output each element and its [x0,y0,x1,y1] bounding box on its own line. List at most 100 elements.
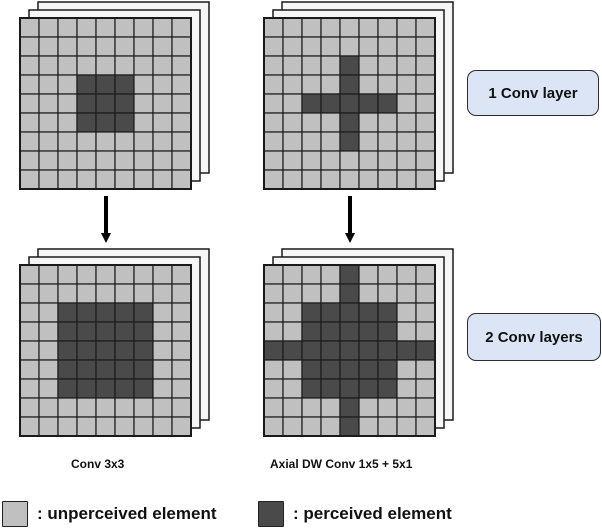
unperceived-cell [114,150,135,171]
unperceived-cell [133,150,154,171]
unperceived-cell [114,55,135,76]
unperceived-cell [263,36,284,57]
unperceived-cell [114,397,135,418]
unperceived-cell [19,74,40,95]
unperceived-cell [358,131,379,152]
perceived-cell [76,378,97,399]
perceived-cell [358,378,379,399]
unperceived-cell [415,55,436,76]
legend-unperceived: : unperceived element [2,499,217,529]
unperceived-cell [38,112,59,133]
unperceived-cell [57,93,78,114]
perceived-cell [377,93,398,114]
unperceived-cell [38,321,59,342]
unperceived-cell [263,302,284,323]
unperceived-cell [133,36,154,57]
perceived-cell [95,321,116,342]
unperceived-cell [263,359,284,380]
unperceived-cell [263,55,284,76]
unperceived-cell [76,150,97,171]
unperceived-cell [133,169,154,190]
perceived-cell [76,302,97,323]
perceived-cell [301,340,322,361]
unperceived-cell [133,264,154,285]
unperceived-cell [263,169,284,190]
perceived-cell [339,378,360,399]
unperceived-cell [301,112,322,133]
unperceived-cell [57,131,78,152]
perceived-cell [339,416,360,437]
unperceived-cell [133,74,154,95]
unperceived-cell [282,378,303,399]
perceived-cell [57,340,78,361]
unperceived-cell [114,36,135,57]
unperceived-cell [396,131,417,152]
unperceived-cell [377,17,398,38]
unperceived-cell [133,93,154,114]
unperceived-cell [57,397,78,418]
unperceived-cell [320,397,341,418]
caption-conv3x3: Conv 3x3 [71,457,125,471]
unperceived-cell [358,416,379,437]
unperceived-cell [38,55,59,76]
unperceived-cell [152,74,173,95]
perceived-cell [76,112,97,133]
unperceived-cell [396,321,417,342]
unperceived-cell [282,74,303,95]
unperceived-cell [396,17,417,38]
perceived-cell [339,397,360,418]
perceived-cell [133,378,154,399]
unperceived-cell [114,169,135,190]
unperceived-cell [396,283,417,304]
unperceived-cell [38,36,59,57]
unperceived-cell [301,169,322,190]
unperceived-cell [263,131,284,152]
unperceived-cell [339,17,360,38]
perceived-cell [301,378,322,399]
unperceived-cell [171,55,192,76]
perceived-cell [76,74,97,95]
unperceived-cell [396,36,417,57]
unperceived-cell [263,397,284,418]
perceived-cell [301,359,322,380]
perceived-cell [358,93,379,114]
unperceived-cell [396,416,417,437]
unperceived-cell [320,131,341,152]
perceived-cell [339,112,360,133]
unperceived-cell [358,150,379,171]
legend-label-perceived: : perceived element [293,504,452,523]
unperceived-cell [152,283,173,304]
unperceived-cell [133,112,154,133]
unperceived-cell [19,169,40,190]
perceived-cell [282,340,303,361]
unperceived-cell [415,36,436,57]
unperceived-cell [114,283,135,304]
unperceived-cell [152,112,173,133]
unperceived-cell [358,17,379,38]
unperceived-cell [415,378,436,399]
unperceived-cell [320,36,341,57]
unperceived-cell [358,112,379,133]
legend-perceived: : perceived element [258,499,452,529]
unperceived-cell [152,416,173,437]
unperceived-cell [76,264,97,285]
unperceived-cell [95,55,116,76]
unperceived-cell [152,359,173,380]
perceived-cell [358,359,379,380]
perceived-cell [114,340,135,361]
unperceived-cell [76,55,97,76]
perceived-cell [377,321,398,342]
unperceived-cell [152,302,173,323]
unperceived-cell [358,169,379,190]
unperceived-cell [19,93,40,114]
unperceived-cell [38,93,59,114]
unperceived-cell [358,36,379,57]
unperceived-cell [263,264,284,285]
perceived-cell [339,131,360,152]
perceived-cell [57,321,78,342]
unperceived-cell [301,17,322,38]
perceived-cell [95,378,116,399]
unperceived-cell [415,397,436,418]
unperceived-cell [301,55,322,76]
unperceived-cell [95,36,116,57]
